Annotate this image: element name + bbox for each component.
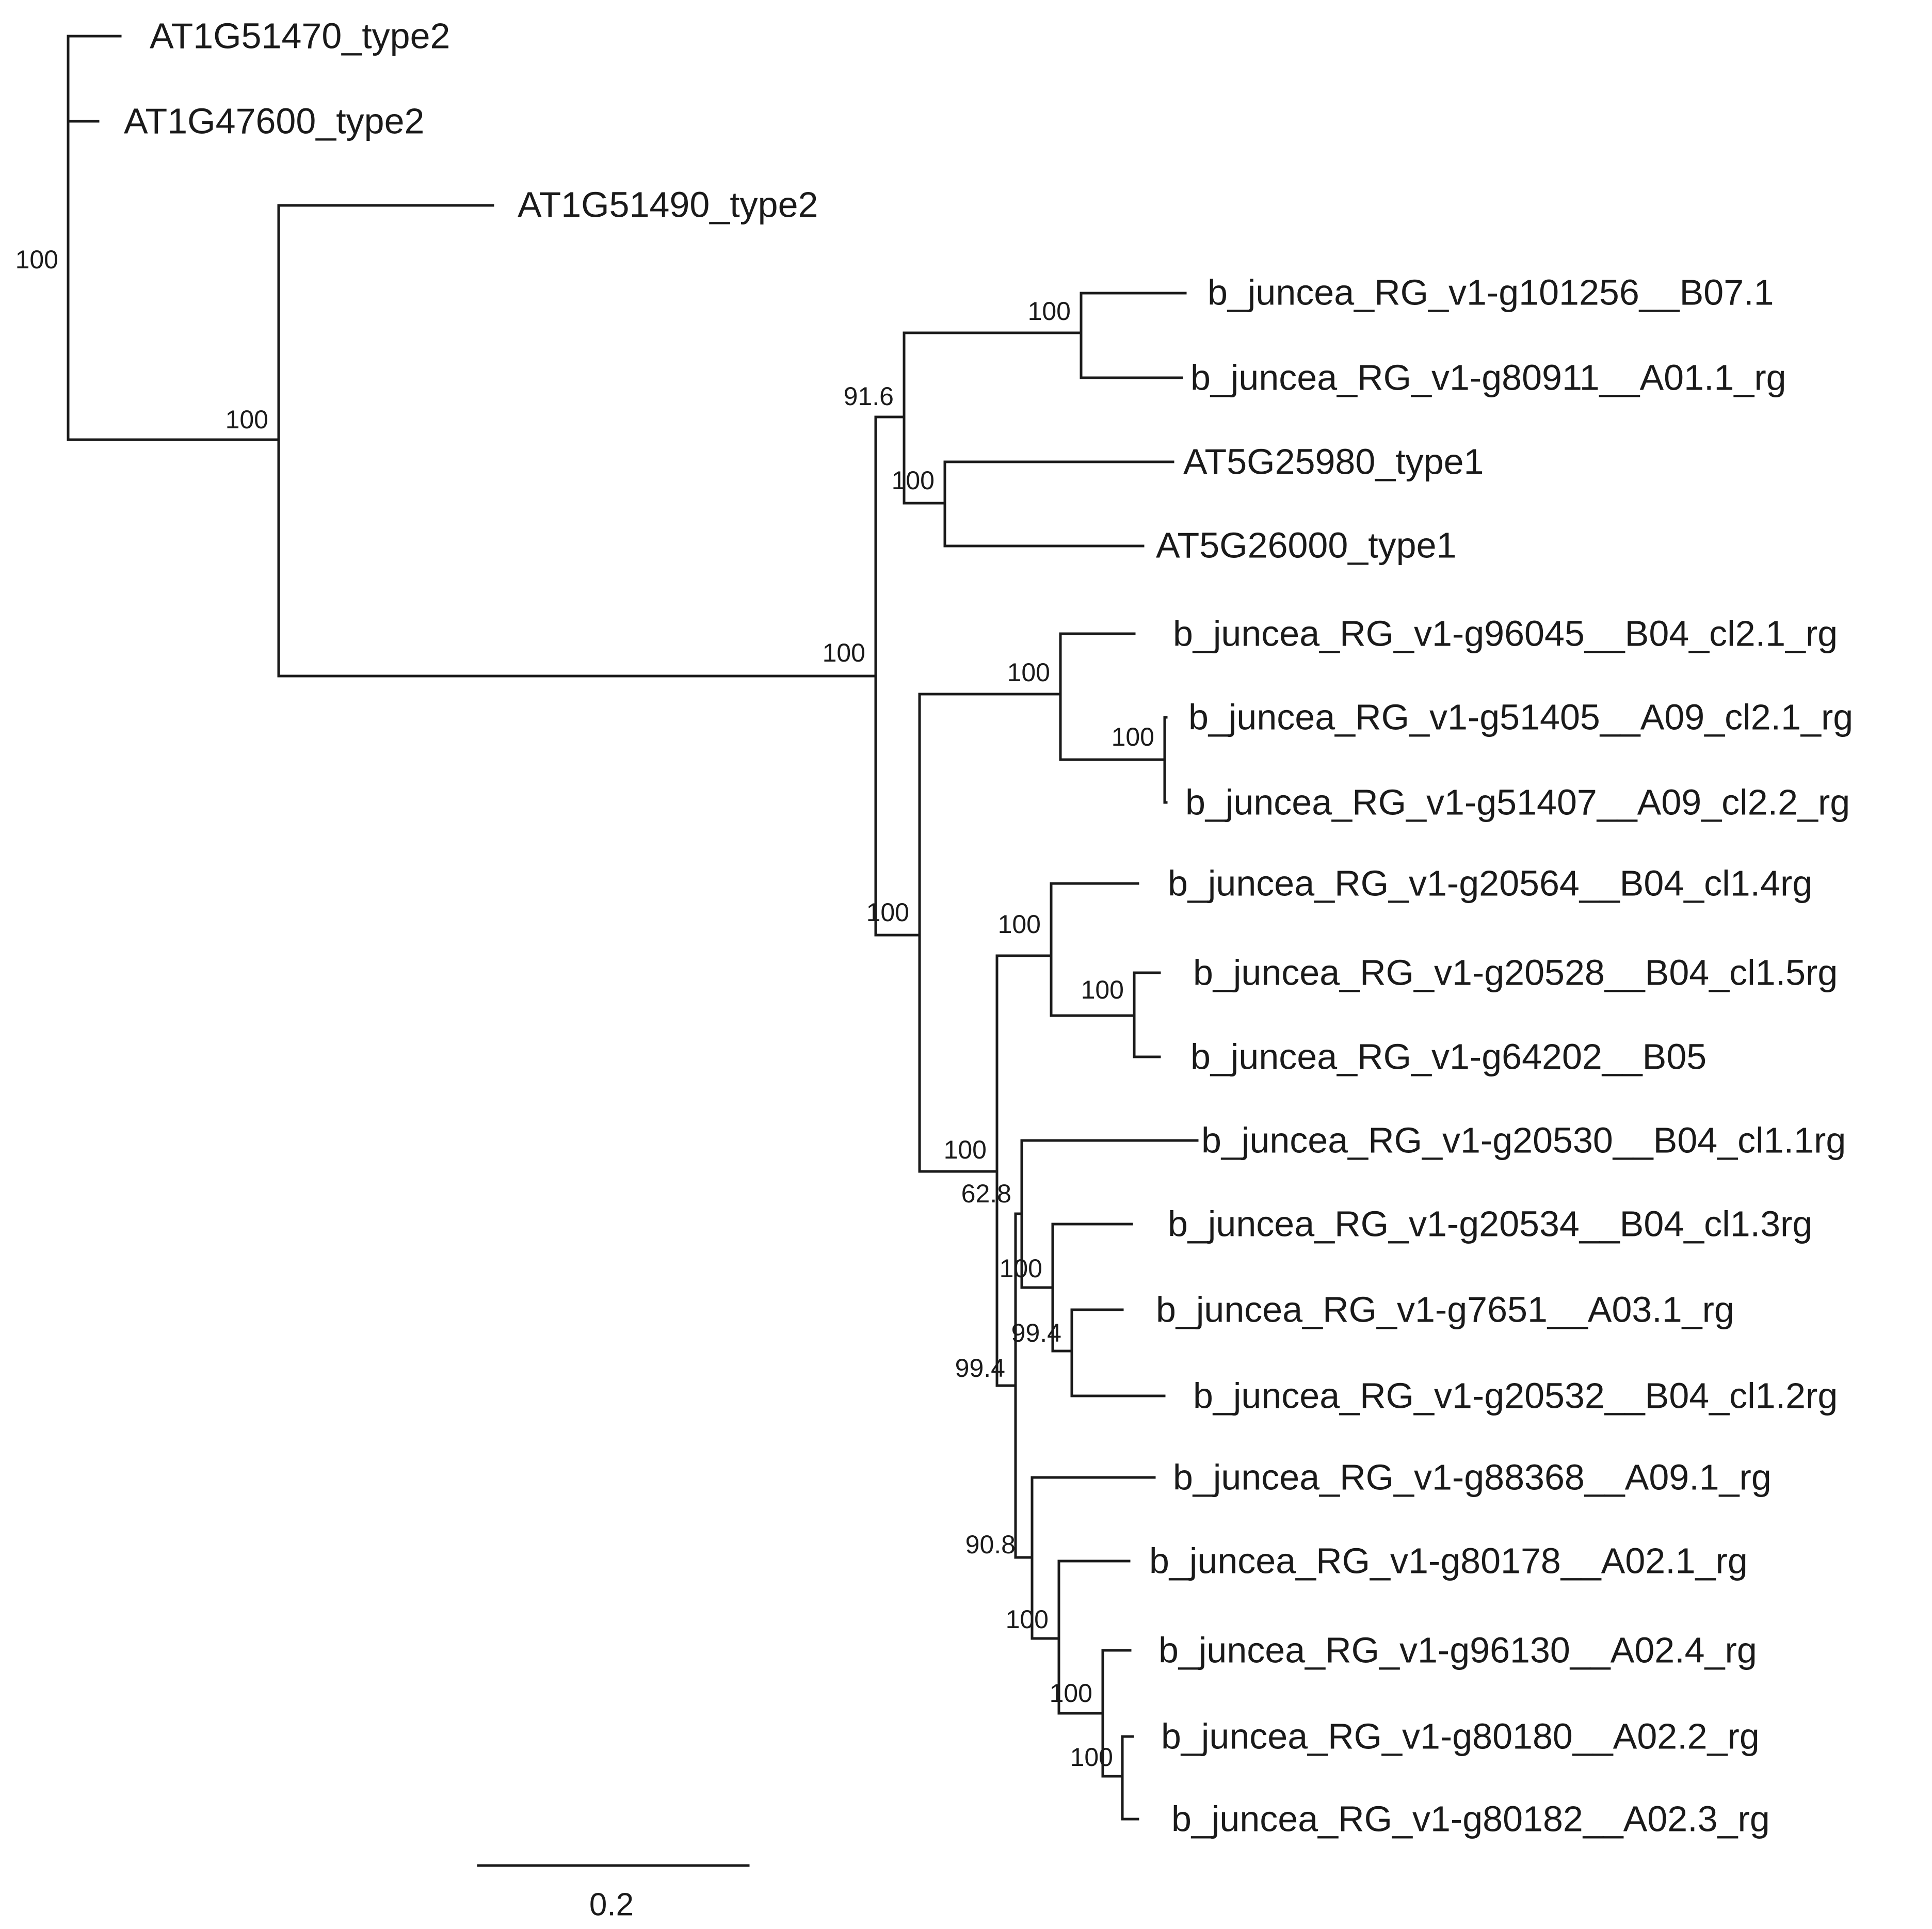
branch-big-clade (918, 693, 1062, 1173)
branch-994b (1070, 1308, 1166, 1397)
branch-cl2 (1059, 632, 1166, 761)
leaf-label: b_juncea_RG_v1-g51407__A09_cl2.2_rg (1185, 782, 1850, 822)
support-value: 100 (226, 405, 268, 434)
support-value: 100 (944, 1135, 987, 1164)
support-value: 100 (1112, 722, 1154, 751)
leaf-label: AT1G47600_type2 (124, 101, 424, 141)
support-value: 100 (1070, 1743, 1113, 1772)
leaf-label: b_juncea_RG_v1-g88368__A09.1_rg (1173, 1457, 1772, 1497)
leaf-label: b_juncea_RG_v1-g20532__B04_cl1.2rg (1193, 1375, 1838, 1416)
support-value: 100 (1006, 1605, 1049, 1634)
support-value: 100 (998, 910, 1041, 939)
branch-cl1-3 (1051, 1223, 1133, 1353)
leaf-label: b_juncea_RG_v1-g64202__B05 (1190, 1036, 1706, 1076)
branch-a02c (1121, 1735, 1139, 1821)
branch-a02 (1057, 1560, 1131, 1715)
leaf-label: b_juncea_RG_v1-g51405__A09_cl2.1_rg (1188, 697, 1853, 737)
leaf-label: b_juncea_RG_v1-g96045__B04_cl2.1_rg (1173, 613, 1838, 653)
branch-rest-clade (995, 954, 1053, 1387)
leaf-label: b_juncea_RG_v1-g80180__A02.2_rg (1161, 1716, 1760, 1756)
support-value: 100 (1081, 975, 1124, 1004)
branch-cl1-45 (1050, 882, 1139, 1017)
support-value: 100 (1007, 658, 1050, 687)
branch-at1g51490-clade (277, 204, 877, 678)
leaf-label: AT1G51470_type2 (150, 15, 450, 56)
leaf-label: AT1G51490_type2 (518, 184, 818, 224)
support-values: 100 100 100 91.6 100 100 100 100 100 100… (15, 245, 1154, 1772)
leaf-label: b_juncea_RG_v1-g7651__A03.1_rg (1156, 1289, 1734, 1329)
leaf-label: b_juncea_RG_v1-g80178__A02.1_rg (1149, 1540, 1748, 1581)
leaf-label: b_juncea_RG_v1-g96130__A02.4_rg (1158, 1630, 1757, 1670)
leaf-label: AT5G26000_type1 (1156, 525, 1456, 565)
leaf-labels: AT1G51470_type2 AT1G47600_type2 AT1G5149… (124, 15, 1853, 1839)
leaf-label: b_juncea_RG_v1-g80182__A02.3_rg (1171, 1798, 1770, 1839)
support-value: 100 (866, 898, 909, 927)
support-value: 100 (823, 638, 865, 667)
support-value: 91.6 (844, 382, 894, 411)
branch-b07-at5g-clade (903, 331, 1083, 505)
leaf-label: b_juncea_RG_v1-g20528__B04_cl1.5rg (1193, 952, 1838, 992)
branch-main-ingroup (874, 415, 921, 937)
branch-at5g (943, 460, 1174, 548)
leaf-label: b_juncea_RG_v1-g101256__B07.1 (1208, 272, 1774, 312)
branch-b07-a01 (1080, 292, 1187, 379)
leaf-label: b_juncea_RG_v1-g20530__B04_cl1.1rg (1201, 1120, 1846, 1160)
support-value: 90.8 (965, 1530, 1016, 1559)
support-value: 62.8 (961, 1179, 1011, 1208)
branch-a09 (1163, 716, 1168, 804)
support-value: 99.4 (1011, 1319, 1061, 1347)
support-value: 100 (1050, 1679, 1092, 1708)
support-value: 100 (15, 245, 58, 274)
support-value: 100 (1028, 297, 1071, 326)
leaf-label: AT5G25980_type1 (1183, 441, 1484, 481)
branch-628 (1020, 1139, 1199, 1289)
scale-bar: 0.2 (477, 1864, 750, 1922)
scale-bar-label: 0.2 (589, 1887, 634, 1922)
leaf-label: b_juncea_RG_v1-g20564__B04_cl1.4rg (1168, 863, 1812, 903)
branch-908 (1031, 1476, 1156, 1640)
tree-branches (67, 35, 1199, 1821)
branch-a02b (1101, 1649, 1132, 1778)
branch-root (67, 35, 280, 441)
leaf-label: b_juncea_RG_v1-g20534__B04_cl1.3rg (1168, 1203, 1812, 1244)
branch-cl1-5-b05 (1133, 971, 1161, 1058)
support-value: 100 (892, 466, 935, 495)
support-value: 99.4 (955, 1354, 1005, 1383)
leaf-label: b_juncea_RG_v1-g80911__A01.1_rg (1190, 357, 1786, 397)
support-value: 100 (1000, 1254, 1042, 1283)
